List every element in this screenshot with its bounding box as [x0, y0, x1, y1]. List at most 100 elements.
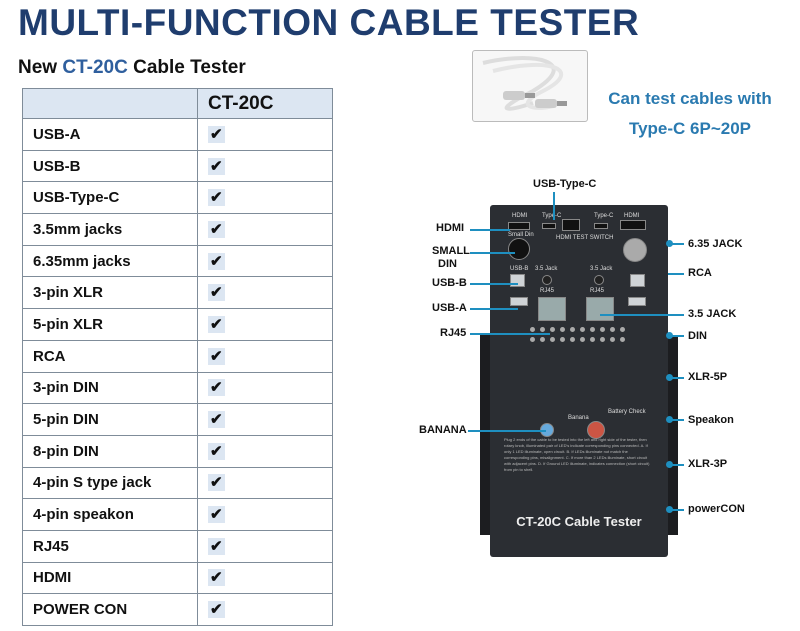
leader-line: [470, 333, 550, 335]
table-row: USB-Type-C✔: [22, 181, 333, 215]
page-title: MULTI-FUNCTION CABLE TESTER: [18, 2, 640, 43]
hdmi-port-left: [508, 222, 530, 230]
device-switch-label: HDMI TEST SWITCH: [556, 235, 614, 241]
checkmark-icon: ✔: [208, 601, 225, 619]
check-cell: ✔: [197, 498, 333, 531]
table-row: 6.35mm jacks ✔: [22, 244, 333, 278]
header-cell-empty: [22, 88, 198, 119]
typec-port-right: [594, 223, 608, 229]
right-connector-panel: [666, 335, 678, 535]
left-connector-panel: [480, 335, 492, 535]
label-xlr-3p: XLR-3P: [688, 458, 728, 470]
feature-cell: RCA: [22, 339, 198, 373]
check-cell: ✔: [197, 466, 333, 500]
device-jack-label-r: 3.5 Jack: [590, 266, 613, 272]
device-hdmi-label-r: HDMI: [624, 213, 640, 219]
pin-led: [530, 327, 535, 332]
device-typec-label-r: Type-C: [594, 213, 614, 219]
table-row: 3.5mm jacks ✔: [22, 213, 333, 246]
feature-cell: 6.35mm jacks: [22, 244, 198, 278]
feature-cell: 8-pin DIN: [22, 434, 198, 468]
checkmark-icon: ✔: [208, 347, 225, 365]
device-jack-label-l: 3.5 Jack: [535, 266, 558, 272]
feature-cell: USB-Type-C: [22, 181, 198, 215]
usb-a-port-left: [510, 297, 528, 306]
pin-led: [590, 337, 595, 342]
table-header-row: CT-20C: [22, 88, 333, 119]
feature-cell: 4-pin S type jack: [22, 466, 198, 500]
label-rj45: RJ45: [440, 327, 467, 339]
checkmark-icon: ✔: [208, 252, 225, 270]
check-cell: ✔: [197, 561, 333, 595]
leader-line: [670, 335, 684, 337]
table-row: RJ45✔: [22, 529, 333, 563]
check-cell: ✔: [197, 181, 333, 215]
usb-b-port-right: [630, 274, 645, 287]
table-row: 5-pin XLR ✔: [22, 308, 333, 341]
checkmark-icon: ✔: [208, 284, 225, 302]
feature-cell: 3-pin XLR: [22, 276, 198, 310]
checkmark-icon: ✔: [208, 442, 225, 460]
pin-led: [590, 327, 595, 332]
leader-dot: [666, 240, 673, 247]
label-banana: BANANA: [419, 424, 467, 436]
table-row: 4-pin S type jack ✔: [22, 466, 333, 500]
check-cell: ✔: [197, 118, 333, 151]
leader-line: [553, 192, 555, 220]
label-usb-type-c: USB-Type-C: [533, 178, 597, 190]
leader-line: [670, 464, 684, 466]
device-typec-label-l: Type-C: [542, 213, 562, 219]
pin-led: [570, 337, 575, 342]
device-smalldin-label-l: Small Din: [508, 232, 534, 238]
small-din-port-left: [508, 238, 530, 260]
feature-cell: 3-pin DIN: [22, 371, 198, 405]
device-hdmi-label-l: HDMI: [512, 213, 528, 219]
subtitle: New CT-20C Cable Tester: [18, 57, 246, 79]
pin-led: [580, 337, 585, 342]
checkmark-icon: ✔: [208, 537, 225, 555]
check-cell: ✔: [197, 434, 333, 468]
check-cell: ✔: [197, 149, 333, 183]
table-row: 3-pin XLR ✔: [22, 276, 333, 310]
leader-line: [670, 419, 684, 421]
small-din-port-right: [623, 238, 647, 262]
hdmi-test-switch[interactable]: [562, 219, 580, 231]
label-din-right: DIN: [688, 330, 707, 342]
checkmark-icon: ✔: [208, 125, 225, 143]
leader-line: [670, 509, 684, 511]
checkmark-icon: ✔: [208, 474, 225, 492]
table-row: 8-pin DIN ✔: [22, 434, 333, 468]
feature-cell: USB-A: [22, 118, 198, 151]
label-xlr-5p: XLR-5P: [688, 371, 728, 383]
pin-led: [560, 337, 565, 342]
checkmark-icon: ✔: [208, 315, 225, 333]
device-instructions: Plug 2 ends of the cable to be tested in…: [504, 437, 650, 472]
checkmark-icon: ✔: [208, 157, 225, 175]
label-35-jack: 3.5 JACK: [688, 308, 737, 320]
usb-b-port-left: [510, 274, 525, 287]
feature-cell: POWER CON: [22, 593, 198, 626]
table-row: HDMI✔: [22, 561, 333, 595]
label-rca: RCA: [688, 267, 712, 279]
checkmark-icon: ✔: [208, 506, 225, 524]
compatibility-table: CT-20C USB-A✔USB-B✔USB-Type-C✔3.5mm jack…: [22, 88, 333, 626]
label-635-jack: 6.35 JACK: [688, 238, 743, 250]
leader-line: [470, 252, 515, 254]
pin-led: [530, 337, 535, 342]
table-row: 5-pin DIN✔: [22, 403, 333, 436]
subtitle-model: CT-20C: [62, 57, 128, 78]
feature-cell: HDMI: [22, 561, 198, 595]
pin-led: [540, 327, 545, 332]
check-cell: ✔: [197, 403, 333, 436]
feature-cell: 3.5mm jacks: [22, 213, 198, 246]
table-row: RCA ✔: [22, 339, 333, 373]
checkmark-icon: ✔: [208, 220, 225, 238]
pin-led: [600, 337, 605, 342]
table-row: 3-pin DIN✔: [22, 371, 333, 405]
feature-cell: 5-pin XLR: [22, 308, 198, 341]
leader-line: [600, 314, 684, 316]
leader-line: [668, 273, 684, 275]
feature-cell: 5-pin DIN: [22, 403, 198, 436]
label-small: SMALL: [432, 245, 470, 257]
